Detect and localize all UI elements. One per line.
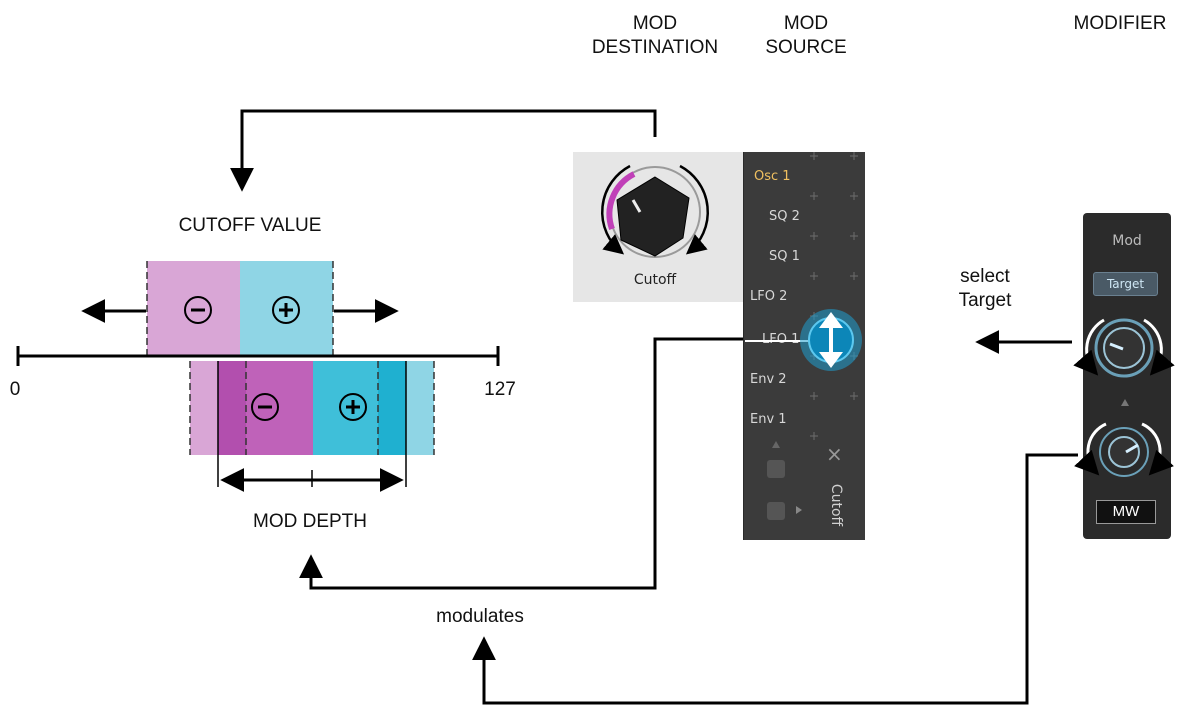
- modifier-amount-knob[interactable]: [1104, 328, 1144, 368]
- mod-depth-label: MOD DEPTH: [210, 510, 410, 534]
- modifier-source-knob[interactable]: [1109, 437, 1139, 467]
- dice-icon-1[interactable]: [767, 460, 785, 478]
- select-target-line1: select: [930, 265, 1040, 289]
- mod-plus-deep: [378, 361, 406, 455]
- axis-min-label: 0: [0, 378, 30, 402]
- knob-label: Cutoff: [634, 272, 677, 288]
- source-grid: [810, 152, 858, 440]
- small-up-triangle-icon: [1121, 399, 1129, 406]
- modifier-to-modulates-arrow: [484, 455, 1078, 703]
- play-triangle-icon: [796, 506, 802, 514]
- select-target-line2: Target: [930, 289, 1040, 313]
- mod-minus-deep: [218, 361, 246, 455]
- modulates-label: modulates: [400, 605, 560, 629]
- axis-max-label: 127: [470, 378, 530, 402]
- select-target-label: select Target: [930, 265, 1040, 313]
- destination-to-cutoff-arrow: [242, 111, 655, 187]
- cutoff-value-title: CUTOFF VALUE: [140, 214, 360, 238]
- dice-icon-2[interactable]: [767, 502, 785, 520]
- up-triangle-icon: [772, 441, 780, 448]
- mod-minus-outer: [190, 361, 218, 455]
- mod-plus-inner: [313, 361, 378, 455]
- destination-knob[interactable]: [617, 177, 689, 256]
- mod-plus-outer: [406, 361, 434, 455]
- mod-minus-inner: [246, 361, 313, 455]
